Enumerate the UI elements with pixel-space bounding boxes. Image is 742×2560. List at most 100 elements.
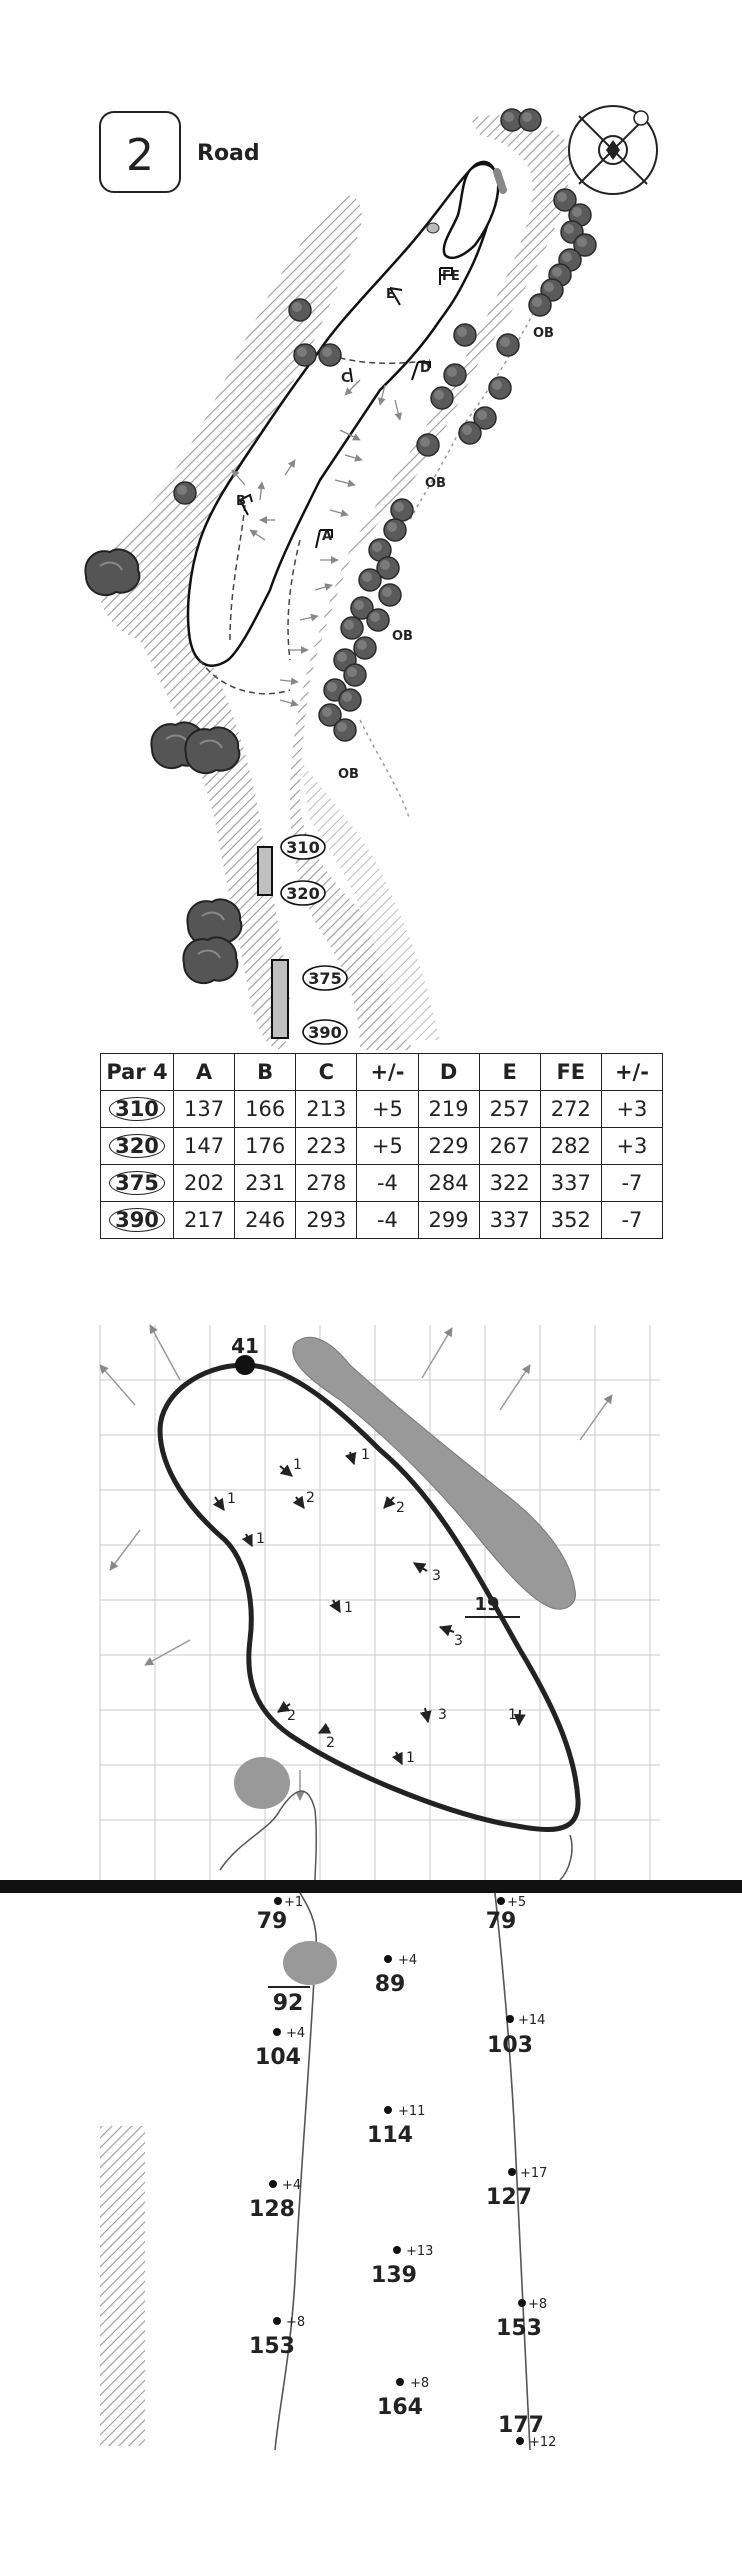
slope-value: 2 (396, 1500, 405, 1516)
table-row: 320 147 176 223 +5 229 267 282 +3 (100, 1127, 664, 1165)
slope-value: 1 (256, 1531, 265, 1547)
distance-marker: +14 103 (487, 2013, 545, 2058)
table-cell: 322 (478, 1164, 541, 1202)
right-edge-line (494, 1892, 531, 2451)
tee-label-390: 390 (302, 1019, 348, 1045)
table-cell: 299 (417, 1201, 480, 1239)
header-cell: B (234, 1053, 297, 1091)
slope-arrows (231, 379, 403, 707)
svg-text:+11: +11 (398, 2104, 425, 2119)
distance-marker: +13 139 (371, 2244, 433, 2288)
slope-value: 1 (344, 1600, 353, 1616)
carry-line (287, 539, 301, 661)
green-putting-outline (157, 1362, 581, 1832)
header-cell: Par 4 (100, 1053, 174, 1091)
table-cell: 267 (478, 1127, 541, 1165)
ob-label: OB (392, 629, 413, 644)
front-mark-label: 19 (474, 1594, 499, 1615)
slope-value: 2 (306, 1490, 315, 1506)
table-cell: +5 (356, 1090, 419, 1128)
slope-value: 3 (438, 1707, 447, 1723)
svg-text:164: 164 (377, 2395, 423, 2420)
svg-text:+12: +12 (529, 2435, 556, 2450)
pin-label-a: A (322, 529, 332, 544)
svg-text:+13: +13 (406, 2244, 433, 2259)
ob-line (359, 719, 411, 821)
carry-line (199, 659, 291, 695)
distance-marker: 92 (273, 1991, 304, 2016)
tee-cell: 390 (100, 1201, 174, 1239)
tee-box-forward (257, 846, 273, 896)
tee-cell: 310 (100, 1090, 174, 1128)
table-cell: 278 (295, 1164, 358, 1202)
distance-marker: +4 104 (255, 2026, 305, 2070)
approach-map: +1 79 +5 79 +4 89 92 +4 104 (100, 1892, 556, 2451)
yardage-scorecard: Par 4 A B C +/- D E FE +/- 310 137 166 2… (100, 1053, 664, 1239)
table-cell: +3 (600, 1127, 664, 1165)
slope-value: 3 (454, 1633, 463, 1649)
table-row: 310 137 166 213 +5 219 257 272 +3 (100, 1090, 664, 1128)
table-cell: 257 (478, 1090, 541, 1128)
distance-marker: +12 177 (498, 2413, 556, 2450)
tee-label-375: 375 (302, 965, 348, 991)
table-cell: 166 (234, 1090, 297, 1128)
svg-text:79: 79 (486, 1909, 517, 1934)
svg-text:103: 103 (487, 2033, 533, 2058)
hole-number-badge (99, 111, 181, 193)
distance-marker: +5 79 (486, 1895, 526, 1934)
table-row: 375 202 231 278 -4 284 322 337 -7 (100, 1164, 664, 1202)
table-cell: 293 (295, 1201, 358, 1239)
tee-label-320: 320 (280, 880, 326, 906)
table-cell: -4 (356, 1201, 419, 1239)
distance-marker: +4 128 (249, 2178, 301, 2222)
tee-cell: 320 (100, 1127, 174, 1165)
pin-label-fe: FE (442, 269, 460, 284)
table-cell: -7 (600, 1201, 664, 1239)
bunker-right (493, 168, 507, 194)
slope-value: 3 (432, 1568, 441, 1584)
slope-value: 1 (508, 1707, 517, 1723)
slope-value: 2 (326, 1735, 335, 1751)
svg-text:89: 89 (375, 1972, 406, 1997)
header-cell: D (417, 1053, 480, 1091)
svg-text:+4: +4 (398, 1953, 417, 1968)
table-cell: 219 (417, 1090, 480, 1128)
header-cell: A (172, 1053, 236, 1091)
green-bunker-front (234, 1757, 290, 1809)
svg-text:+8: +8 (410, 2376, 429, 2391)
header-cell: FE (539, 1053, 602, 1091)
table-cell: 337 (539, 1164, 602, 1202)
green-depth-label: 41 (231, 1334, 259, 1358)
svg-text:104: 104 (255, 2045, 301, 2070)
tee-cell: 375 (100, 1164, 174, 1202)
svg-text:128: 128 (249, 2197, 295, 2222)
distance-marker: +8 164 (377, 2376, 429, 2420)
table-cell: +5 (356, 1127, 419, 1165)
overview-map: FE E C D B A (84, 105, 658, 1051)
table-cell: -4 (356, 1164, 419, 1202)
distance-marker: +8 153 (249, 2315, 305, 2359)
svg-text:+17: +17 (520, 2166, 547, 2181)
scorecard-header-row: Par 4 A B C +/- D E FE +/- (100, 1053, 664, 1091)
hole-name: Road (197, 141, 260, 166)
compass-icon (568, 105, 658, 195)
svg-text:114: 114 (367, 2123, 413, 2148)
ob-label: OB (533, 326, 554, 341)
table-cell: 352 (539, 1201, 602, 1239)
table-cell: 231 (234, 1164, 297, 1202)
slope-value: 1 (227, 1491, 236, 1507)
distance-marker: +8 153 (496, 2297, 547, 2341)
svg-text:310: 310 (286, 838, 319, 857)
section-divider (0, 1880, 742, 1893)
distance-marker: +17 127 (486, 2166, 547, 2210)
table-cell: 137 (172, 1090, 236, 1128)
table-cell: -7 (600, 1164, 664, 1202)
table-cell: 223 (295, 1127, 358, 1165)
svg-text:+8: +8 (286, 2315, 305, 2330)
tee-label-310: 310 (280, 834, 326, 860)
table-cell: 284 (417, 1164, 480, 1202)
svg-text:153: 153 (496, 2316, 542, 2341)
table-cell: 147 (172, 1127, 236, 1165)
slope-value: 1 (293, 1457, 302, 1473)
pin-flags (239, 267, 453, 549)
